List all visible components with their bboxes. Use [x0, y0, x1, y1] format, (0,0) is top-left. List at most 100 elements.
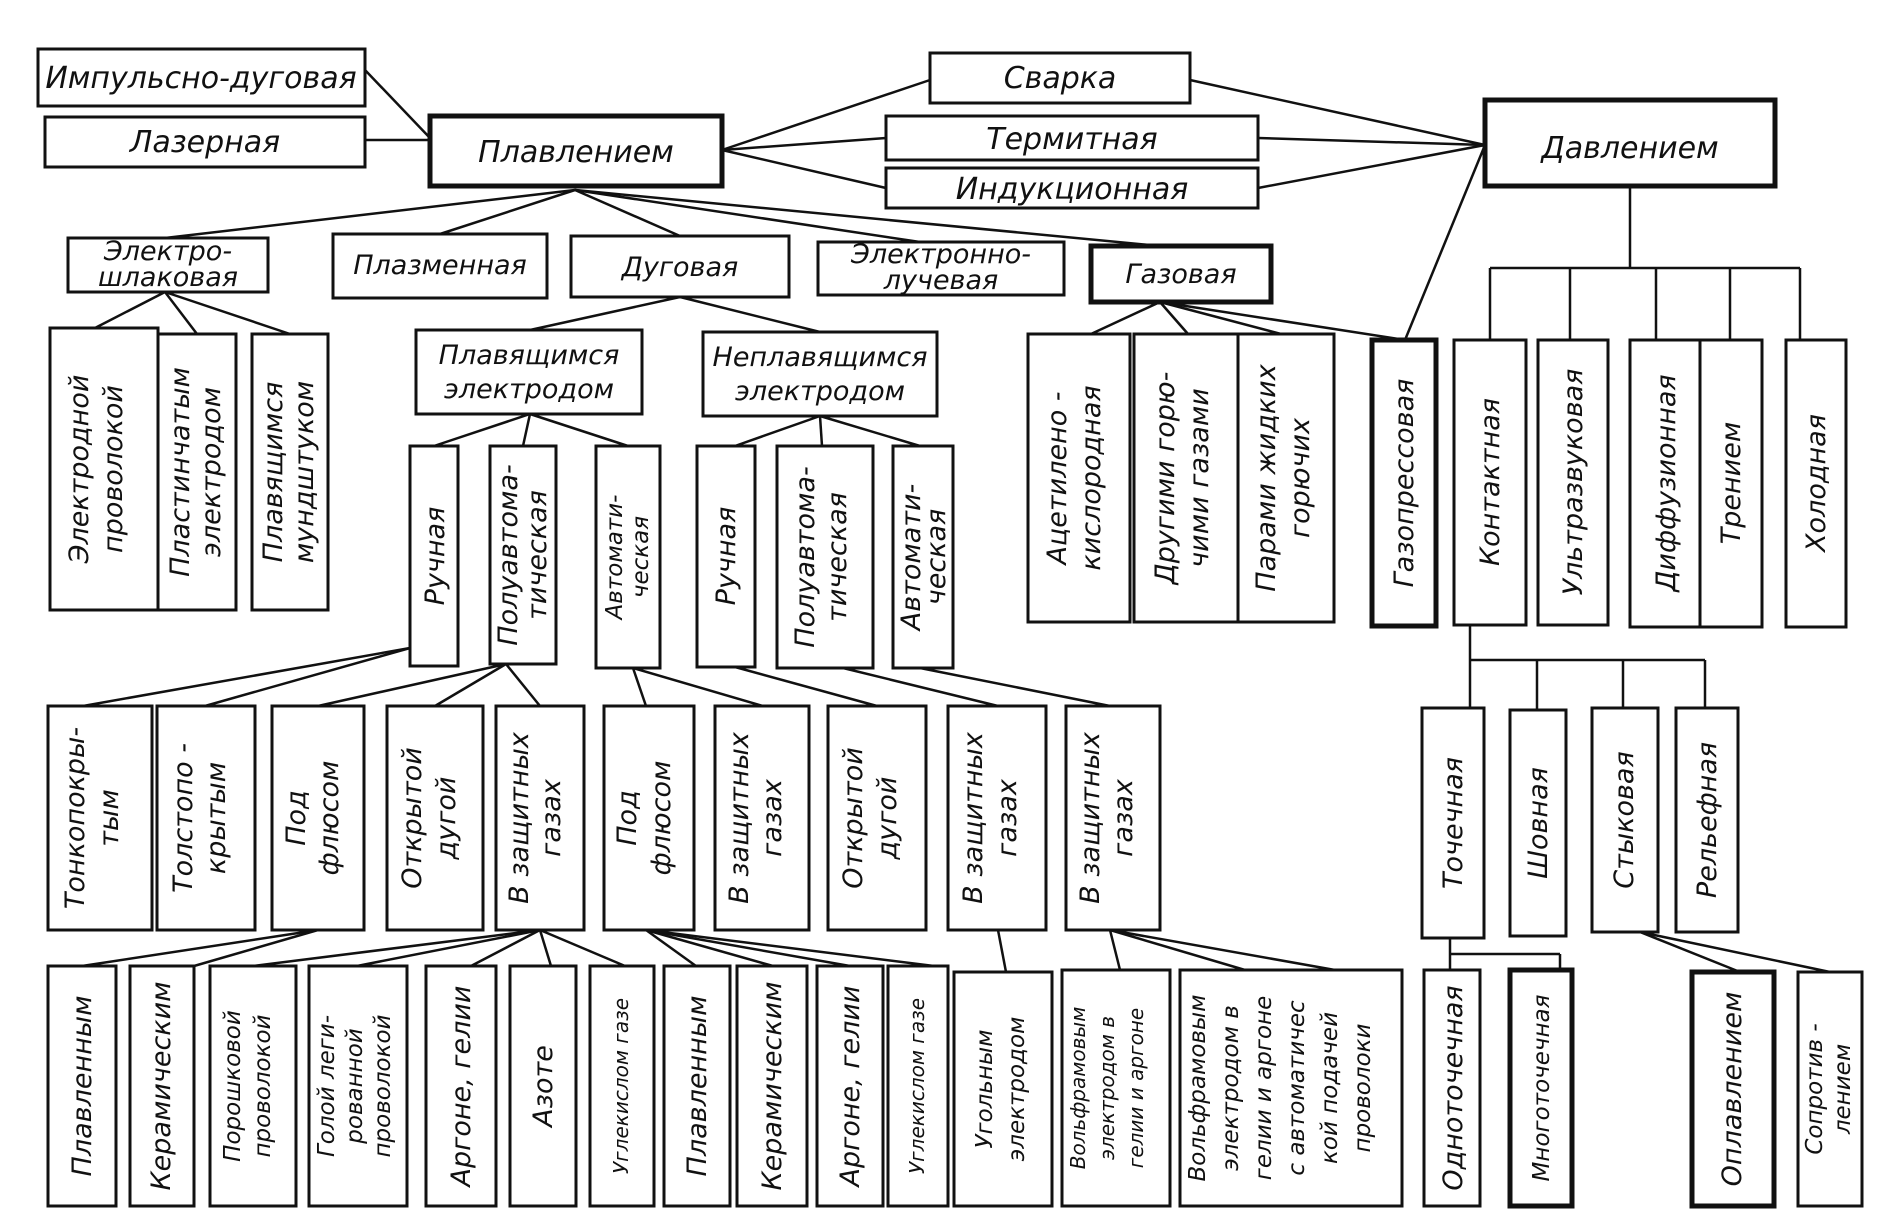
- node-c-semiauto-line2: тическая: [522, 490, 553, 620]
- node-l-bare: Голой леги- рованной проволокой: [307, 964, 409, 1208]
- node-electroslag-wire-line1: Электродной: [64, 375, 95, 565]
- node-electroslag-plate-line2: электродом: [196, 387, 227, 557]
- node-c-relief-label: Рельефная: [1692, 742, 1723, 898]
- node-m3-flux1: Под флюсом: [270, 704, 366, 932]
- node-n-auto: Автомати- ческая: [891, 444, 955, 670]
- node-l-powder-line2: проволокой: [250, 1014, 276, 1157]
- node-l-tungsten: Вольфрамовым электродом в гелии и аргоне: [1060, 968, 1172, 1208]
- node-m3-thick: Толстопо - крытым: [155, 704, 257, 932]
- node-m3-shield1-line1: В защитных: [504, 731, 535, 904]
- node-l-powder-line1: Порошковой: [220, 1010, 246, 1162]
- node-m3-thin: Тонкопокры- тым: [46, 704, 154, 932]
- node-l-fused2: Плавленным: [662, 964, 732, 1208]
- node-g-vapors-line2: горючих: [1285, 417, 1316, 538]
- node-l-resist: Сопротив - лением: [1796, 970, 1864, 1208]
- node-l-co2-2-label: Углекислом газе: [905, 998, 929, 1174]
- node-laser-label: Лазерная: [129, 125, 280, 160]
- node-n-manual: Ручная: [695, 444, 757, 669]
- node-c-manual-label: Ручная: [420, 507, 451, 606]
- node-m3-shield3-line1: В защитных: [958, 731, 989, 904]
- node-l-co2-2: Углекислом газе: [886, 964, 950, 1208]
- node-g-vapors: Парами жидких горючих: [1236, 332, 1336, 624]
- node-l-powder: Порошковой проволокой: [208, 964, 298, 1208]
- node-m3-shield1-line2: газах: [536, 778, 567, 857]
- node-electron-beam-line2: лучевая: [883, 265, 999, 296]
- node-l-flash: Оплавлением: [1689, 969, 1777, 1209]
- node-m3-open2: Открытой дугой: [826, 704, 928, 932]
- node-p-ultrasonic: Ультразвуковая: [1536, 338, 1610, 627]
- node-p-gaspress-label: Газопрессовая: [1389, 379, 1420, 588]
- node-c-semiauto-line1: Полуавтома-: [493, 464, 524, 645]
- node-p-cold-label: Холодная: [1801, 414, 1832, 554]
- node-c-butt: Стыковая: [1590, 706, 1660, 934]
- node-p-ultrasonic-label: Ультразвуковая: [1558, 369, 1589, 596]
- node-l-ceramic1: Керамическим: [128, 964, 196, 1208]
- node-c-relief: Рельефная: [1674, 706, 1740, 934]
- node-nonconsumable-line1: Неплавящимся: [713, 342, 928, 373]
- node-m3-flux1-line1: Под: [281, 790, 312, 846]
- node-l-co2-1: Углекислом газе: [588, 964, 656, 1208]
- node-c-auto-line2: ческая: [628, 516, 654, 598]
- node-induction: Индукционная: [884, 166, 1260, 210]
- node-fusion-label: Плавлением: [478, 135, 674, 170]
- node-l-tungsten-auto-line6: проволоки: [1350, 1023, 1376, 1152]
- node-l-bare-line1: Голой леги-: [314, 1015, 340, 1157]
- node-m3-open2-line1: Открытой: [838, 747, 869, 889]
- node-electroslag-plate-line1: Пластинчатым: [165, 367, 196, 577]
- node-p-contact: Контактная: [1452, 338, 1528, 627]
- node-nonconsumable-line2: электродом: [735, 376, 905, 407]
- node-n-semiauto-line1: Полуавтома-: [790, 466, 821, 647]
- node-g-other: Другими горю- чими газами: [1132, 332, 1244, 624]
- node-m3-flux2-line1: Под: [612, 790, 643, 846]
- node-l-argon1: Аргоне, гелии: [424, 964, 498, 1208]
- node-laser: Лазерная: [43, 115, 367, 169]
- node-p-cold: Холодная: [1784, 338, 1848, 629]
- node-c-spot-label: Точечная: [1438, 757, 1469, 889]
- node-l-tungsten-line2: электродом в: [1095, 1016, 1119, 1160]
- node-c-spot: Точечная: [1420, 706, 1486, 940]
- node-electroslag-wire-line2: проволокой: [98, 385, 129, 553]
- node-electroslag-nozzle-line1: Плавящимся: [258, 382, 289, 563]
- node-m3-shield2: В защитных газах: [713, 704, 811, 932]
- node-electroslag-line2: шлаковая: [98, 262, 238, 293]
- node-p-gaspress: Газопрессовая: [1369, 337, 1439, 629]
- node-p-diffusion-label: Диффузионная: [1651, 374, 1682, 592]
- node-electroslag-nozzle: Плавящимся мундштуком: [250, 332, 330, 612]
- node-m3-open1: Открытой дугой: [385, 704, 485, 932]
- node-p-friction: Трением: [1698, 338, 1764, 629]
- node-m3-thin-line2: тым: [94, 789, 125, 846]
- node-l-argon1-label: Аргоне, гелии: [446, 986, 477, 1189]
- node-m3-open2-line2: дугой: [872, 777, 903, 861]
- node-impulse-arc-label: Импульсно-дуговая: [45, 61, 356, 96]
- node-electroslag-wire: Электродной проволокой: [48, 326, 160, 612]
- node-g-acetylene: Ацетилено - кислородная: [1026, 332, 1132, 624]
- node-plasma: Плазменная: [331, 232, 549, 300]
- node-g-vapors-line1: Парами жидких: [1251, 363, 1282, 591]
- node-n-manual-label: Ручная: [711, 507, 742, 606]
- node-n-semiauto: Полуавтома- тическая: [775, 444, 875, 670]
- node-l-multi: Многоточечная: [1507, 967, 1575, 1209]
- node-m3-open1-line2: дугой: [431, 777, 462, 861]
- node-p-friction-label: Трением: [1716, 422, 1747, 544]
- node-m3-thick-line1: Толстопо -: [168, 743, 199, 893]
- node-m3-flux2: Под флюсом: [602, 704, 696, 932]
- node-l-bare-line3: проволокой: [370, 1014, 396, 1157]
- node-thermit: Термитная: [884, 114, 1260, 162]
- node-m3-shield4-line1: В защитных: [1075, 731, 1106, 904]
- node-l-ceramic1-label: Керамическим: [146, 981, 177, 1190]
- node-g-acetylene-line2: кислородная: [1076, 385, 1107, 570]
- node-c-seam-label: Шовная: [1523, 767, 1554, 879]
- node-l-multi-label: Многоточечная: [1529, 994, 1555, 1181]
- node-l-fused1: Плавленным: [46, 964, 118, 1208]
- node-l-bare-line2: рованной: [342, 1028, 368, 1144]
- node-l-tungsten-line1: Вольфрамовым: [1066, 1007, 1090, 1170]
- node-fusion: Плавлением: [427, 113, 725, 189]
- node-p-contact-label: Контактная: [1475, 398, 1506, 566]
- node-c-semiauto: Полуавтома- тическая: [488, 444, 558, 666]
- node-l-tungsten-line3: гелии и аргоне: [1124, 1008, 1148, 1168]
- node-g-acetylene-line1: Ацетилено -: [1042, 391, 1073, 566]
- node-l-tungsten-auto-line1: Вольфрамовым: [1185, 995, 1211, 1182]
- node-c-auto-line1: Автомати-: [602, 495, 628, 622]
- node-gas: Газовая: [1088, 243, 1274, 305]
